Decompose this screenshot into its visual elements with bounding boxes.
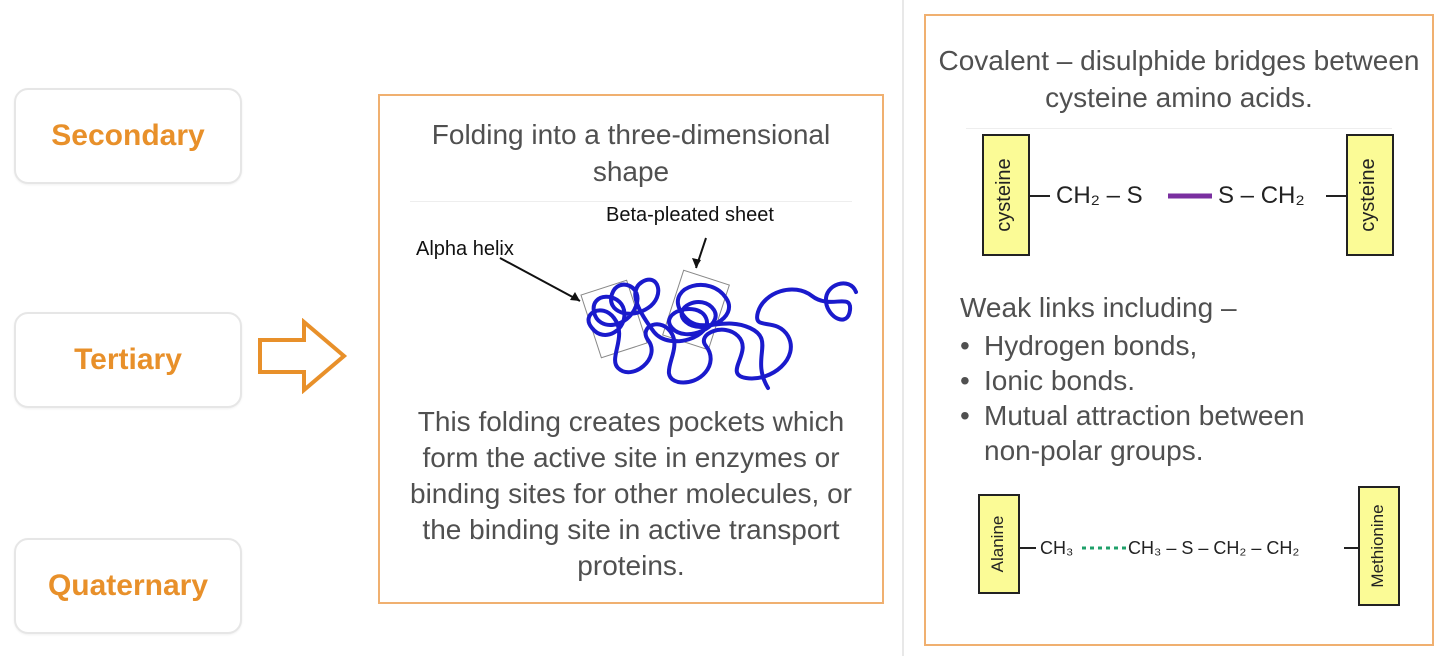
weak-links-list: Hydrogen bonds, Ionic bonds. Mutual attr…	[960, 328, 1305, 468]
level-tertiary-button[interactable]: Tertiary	[14, 312, 242, 408]
right-arrow-icon	[258, 318, 348, 394]
beta-sheet-label: Beta-pleated sheet	[606, 204, 774, 226]
methionine-label: Methionine	[1368, 504, 1387, 588]
tertiary-structure-panel: Folding into a three-dimensional shape A…	[378, 94, 884, 604]
weak-links-title: Weak links including –	[960, 292, 1237, 323]
list-item: Hydrogen bonds,	[960, 328, 1305, 363]
cysteine-left-box: cysteine	[982, 134, 1030, 256]
alpha-helix-label: Alpha helix	[416, 238, 514, 260]
tertiary-title: Folding into a three-dimensional shape	[431, 119, 831, 187]
methionine-box: Methionine	[1358, 486, 1400, 606]
list-item: Ionic bonds.	[960, 363, 1305, 398]
protein-folding-illustration	[499, 237, 858, 390]
covalent-title: Covalent – disulphide bridges between cy…	[938, 45, 1420, 113]
level-secondary-button[interactable]: Secondary	[14, 88, 242, 184]
alanine-methyl-group: CH₃	[1040, 538, 1074, 558]
cysteine-right-box: cysteine	[1346, 134, 1394, 256]
disulphide-right-group: S – CH₂	[1218, 182, 1305, 209]
tertiary-description: This folding creates pockets which form …	[410, 406, 852, 581]
divider	[966, 128, 1392, 129]
methionine-side-chain: CH₃ – S – CH₂ – CH₂	[1128, 538, 1300, 558]
alanine-label: Alanine	[988, 515, 1007, 573]
level-quaternary-button[interactable]: Quaternary	[14, 538, 242, 634]
panel-divider	[902, 0, 904, 656]
alanine-box: Alanine	[978, 494, 1020, 594]
bonds-panel: Covalent – disulphide bridges between cy…	[924, 14, 1434, 646]
list-item-continuation: non-polar groups.	[984, 435, 1204, 466]
list-item: Mutual attraction between	[960, 398, 1305, 433]
divider	[410, 201, 852, 202]
disulphide-bridge-lines	[1020, 193, 1358, 550]
disulphide-left-group: CH₂ – S	[1056, 182, 1143, 209]
